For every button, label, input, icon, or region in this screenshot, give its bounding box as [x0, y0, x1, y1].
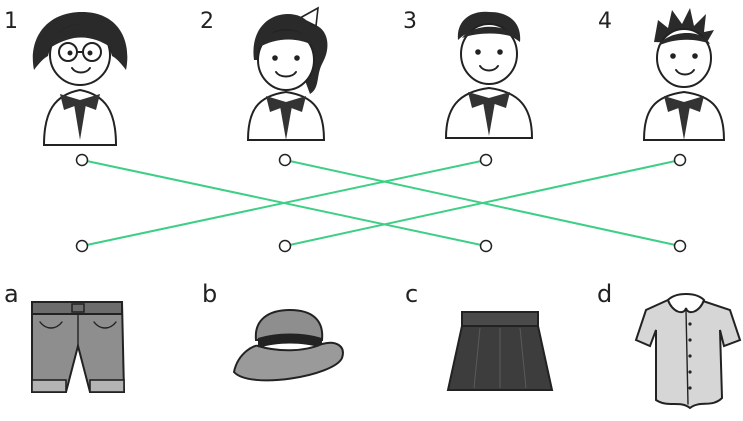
item-c-dot[interactable]	[479, 239, 493, 253]
item-a-dot[interactable]	[75, 239, 89, 253]
item-label-c: c	[405, 280, 418, 308]
match-line-3-a	[81, 159, 487, 247]
person-label-1: 1	[4, 9, 18, 34]
match-lines	[81, 159, 681, 247]
person-label-2: 2	[200, 9, 214, 34]
girl-with-glasses-icon	[32, 12, 128, 146]
shorts-icon	[31, 301, 126, 393]
person-label-4: 4	[598, 9, 612, 34]
item-label-a: a	[4, 280, 19, 308]
skirt-icon	[446, 311, 554, 391]
person-1-dot[interactable]	[75, 153, 89, 167]
item-label-b: b	[202, 280, 217, 308]
boy-with-spiky-hair-icon	[642, 8, 726, 141]
blouse-icon	[634, 293, 742, 410]
girl-with-ponytail-icon	[246, 6, 328, 141]
match-line-4-b	[284, 159, 681, 247]
person-4-dot[interactable]	[673, 153, 687, 167]
item-label-d: d	[597, 280, 612, 308]
item-d-dot[interactable]	[673, 239, 687, 253]
boy-icon	[444, 11, 534, 139]
person-2-dot[interactable]	[278, 153, 292, 167]
person-label-3: 3	[403, 9, 417, 34]
person-3-dot[interactable]	[479, 153, 493, 167]
item-b-dot[interactable]	[278, 239, 292, 253]
hat-icon	[232, 308, 344, 382]
